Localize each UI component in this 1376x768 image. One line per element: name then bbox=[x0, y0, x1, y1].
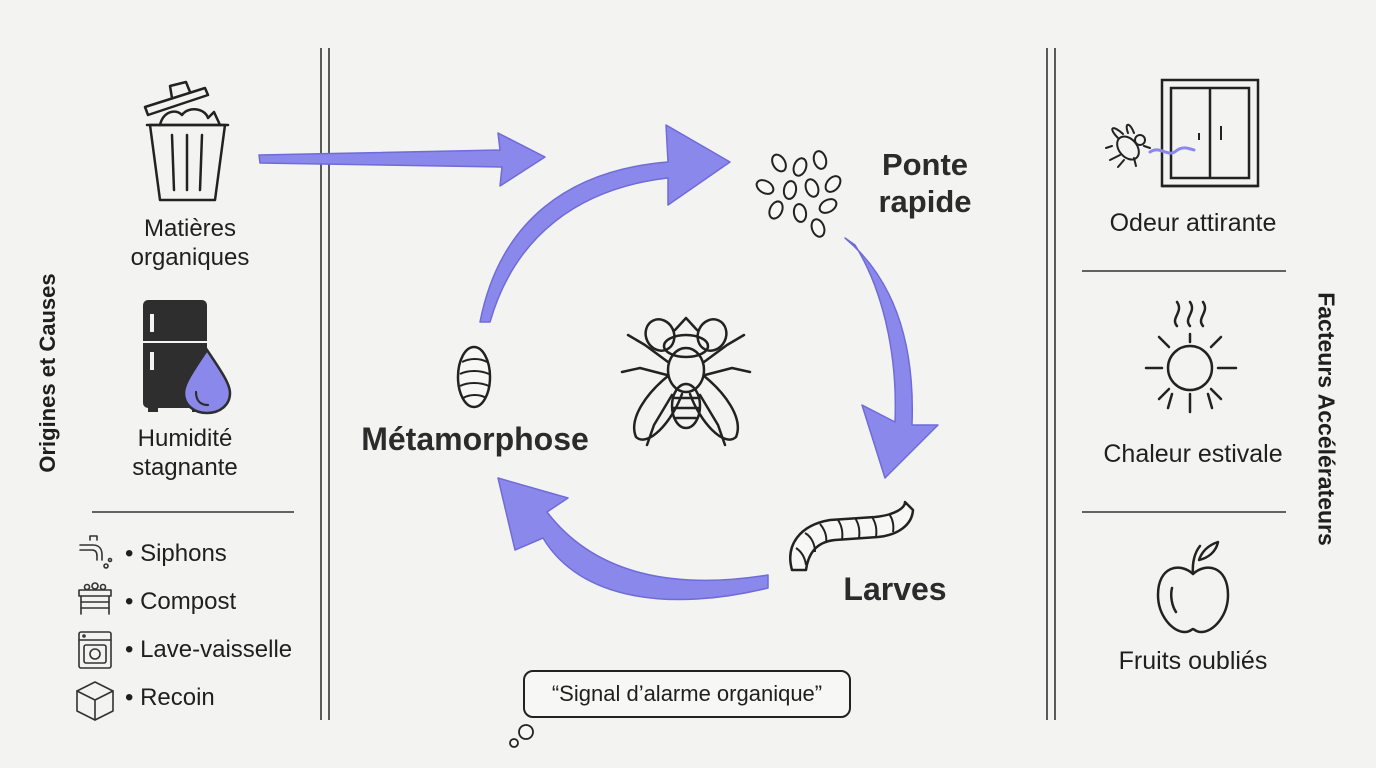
stage-ponte-rapide: Ponte rapide bbox=[878, 147, 972, 220]
left-section-title: Origines et Causes bbox=[35, 273, 60, 473]
list-item-compost: • Compost bbox=[125, 588, 237, 615]
fly-window-icon bbox=[1105, 78, 1260, 188]
label-matieres-organiques: Matières organiques bbox=[130, 215, 250, 271]
right-section-title: Facteurs Accélérateurs bbox=[1313, 292, 1340, 546]
list-item-recoin: • Recoin bbox=[125, 684, 215, 711]
quote-signal-alarme: “Signal d’alarme organique” bbox=[523, 670, 851, 718]
compost-bin-icon bbox=[78, 582, 112, 615]
pipe-icon bbox=[79, 535, 113, 569]
arrow-ponte-to-larves bbox=[844, 237, 939, 479]
eggs-icon bbox=[755, 150, 842, 238]
arrow-larves-to-metamorphose bbox=[497, 477, 769, 601]
cube-icon bbox=[76, 681, 114, 721]
cycle-arrows bbox=[258, 124, 939, 601]
apple-icon bbox=[1156, 540, 1230, 634]
list-item-siphons: • Siphons bbox=[125, 540, 227, 567]
thought-bubble-dots bbox=[509, 724, 534, 748]
fly-icon bbox=[620, 316, 752, 447]
arrow-organic-to-cycle bbox=[258, 132, 546, 187]
label-odeur-attirante: Odeur attirante bbox=[1109, 209, 1277, 237]
fridge-water-drop-icon bbox=[143, 300, 232, 415]
arrow-metamorphose-to-ponte bbox=[479, 124, 731, 323]
dishwasher-icon bbox=[78, 631, 112, 669]
larva-icon bbox=[789, 500, 915, 572]
pupa-icon bbox=[456, 345, 492, 409]
trash-can-icon bbox=[143, 80, 230, 202]
stage-larves: Larves bbox=[843, 571, 947, 607]
label-fruits-oublies: Fruits oubliés bbox=[1118, 647, 1268, 675]
label-humidite-stagnante: Humidité stagnante bbox=[132, 425, 238, 481]
list-item-lave-vaisselle: • Lave-vaisselle bbox=[125, 636, 293, 663]
label-chaleur-estivale: Chaleur estivale bbox=[1103, 440, 1283, 468]
stage-metamorphose: Métamorphose bbox=[361, 421, 589, 457]
sun-heat-icon bbox=[1144, 300, 1238, 414]
